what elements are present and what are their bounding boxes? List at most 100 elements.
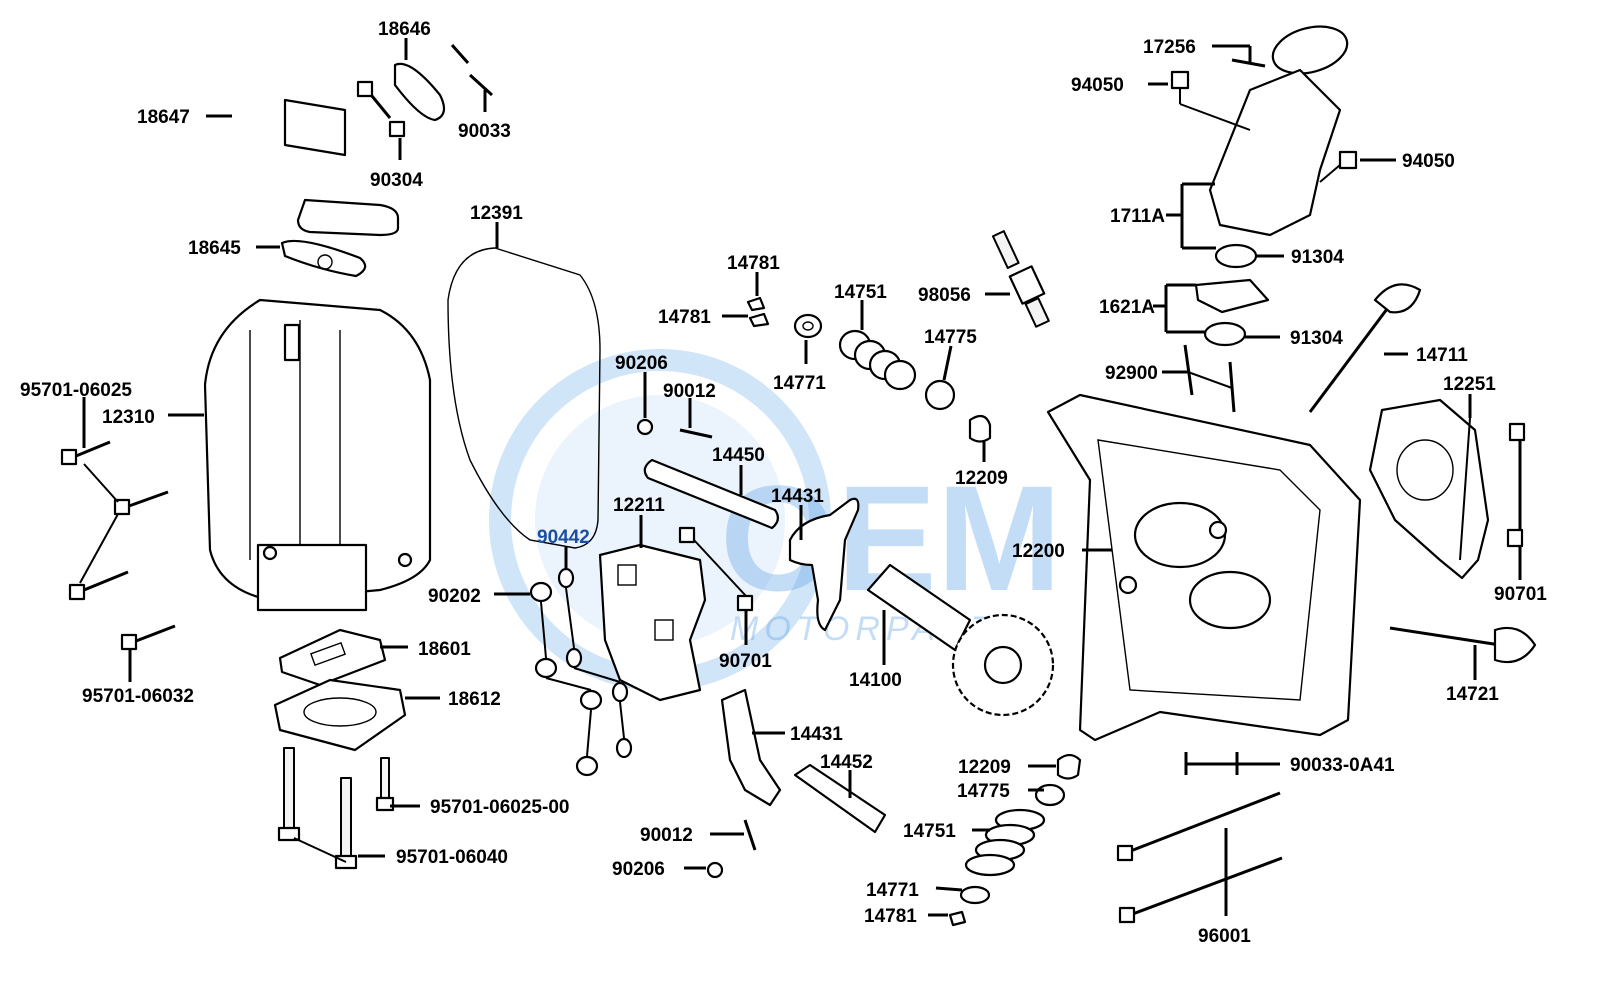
label-18645: 18645	[188, 238, 241, 259]
label-14751-lower: 14751	[903, 821, 956, 842]
label-12251: 12251	[1443, 374, 1496, 395]
leader-lines	[79, 38, 1522, 917]
stud-92900-icon	[1183, 344, 1236, 413]
label-90202: 90202	[428, 586, 481, 607]
plate-18612-icon	[273, 678, 407, 752]
seat-14775-icon	[924, 379, 956, 411]
bolt-95701-06032-icon	[120, 624, 176, 651]
camshaft-14100-icon	[866, 563, 1055, 717]
spark-plug-icon	[991, 230, 1050, 328]
label-94050-left: 94050	[1071, 75, 1124, 96]
seal-12209b-icon	[1056, 753, 1082, 780]
label-12310: 12310	[102, 407, 155, 428]
label-90701-right: 90701	[1494, 584, 1547, 605]
label-14721: 14721	[1446, 684, 1499, 705]
label-90012-lower: 90012	[640, 825, 693, 846]
label-14431-lower: 14431	[790, 724, 843, 745]
label-95701-06025-00: 95701-06025-00	[430, 797, 569, 818]
label-14751-upper: 14751	[834, 282, 887, 303]
oring-91304b-icon	[1203, 321, 1247, 347]
seal-12209-icon	[968, 414, 992, 443]
head-cover-icon	[203, 298, 432, 612]
label-12200: 12200	[1012, 541, 1065, 562]
spring-14751b-icon	[964, 808, 1046, 877]
label-95701-06032: 95701-06032	[82, 686, 194, 707]
nut-94050-icon	[1170, 70, 1358, 170]
label-12209-upper: 12209	[955, 468, 1008, 489]
rocker-shaft-14450-icon	[643, 458, 779, 530]
washer-90442-icon	[557, 567, 633, 759]
dowel-90701c-icon	[1506, 528, 1524, 548]
valve-14711-icon	[1308, 283, 1422, 413]
rocker-arm-14431-icon	[788, 497, 860, 632]
dowel-90701b-icon	[1508, 422, 1526, 442]
label-18601: 18601	[418, 639, 471, 660]
cylinder-head-12200-icon	[1046, 393, 1362, 742]
label-90442: 90442	[537, 527, 590, 548]
spring-14751-icon	[838, 329, 917, 391]
label-92900: 92900	[1105, 363, 1158, 384]
gasket-18646-icon	[393, 62, 446, 122]
bolt-96001-icon	[1116, 791, 1283, 924]
label-90033-0A41: 90033-0A41	[1290, 755, 1395, 776]
retainer-14771b-icon	[959, 885, 991, 905]
label-14771-upper: 14771	[773, 373, 826, 394]
label-14711: 14711	[1416, 345, 1468, 366]
bolt-95701-06025-icon	[60, 440, 169, 601]
callout-labels: 18646 18647 90033 90304 12391 18645 9570…	[20, 19, 1547, 947]
label-14781-upper-a: 14781	[727, 253, 780, 274]
label-14781-lower: 14781	[864, 906, 917, 927]
label-14450: 14450	[712, 445, 765, 466]
stud-90033-icon	[450, 44, 494, 97]
label-18647: 18647	[137, 107, 190, 128]
gasket-18601-icon	[278, 628, 387, 687]
label-1621A: 1621A	[1099, 297, 1155, 318]
label-90206-upper: 90206	[615, 353, 668, 374]
label-90304: 90304	[370, 170, 423, 191]
intake-manifold-icon	[1208, 25, 1349, 237]
rocker-shaft-14452-icon	[793, 763, 887, 834]
label-14775-upper: 14775	[924, 327, 977, 348]
cotter-14781-icon	[746, 296, 766, 312]
seat-14775b-icon	[1034, 783, 1066, 807]
cotter-14781b-icon	[748, 312, 770, 328]
label-98056: 98056	[918, 285, 971, 306]
label-12391: 12391	[470, 203, 523, 224]
gasket-12251-icon	[1368, 398, 1490, 580]
label-18646: 18646	[378, 19, 431, 40]
label-14781-upper-b: 14781	[658, 307, 711, 328]
breather-tube-icon	[235, 33, 400, 237]
label-18612: 18612	[448, 689, 501, 710]
label-1711A: 1711A	[1110, 206, 1165, 227]
nut-90202-icon	[529, 581, 603, 777]
label-14452: 14452	[820, 752, 873, 773]
label-14100: 14100	[849, 670, 902, 691]
label-14431-upper: 14431	[771, 486, 824, 507]
adjuster-90012b-icon	[743, 819, 757, 851]
label-17256: 17256	[1143, 37, 1196, 58]
gasket-18645-icon	[280, 239, 367, 278]
label-12209-lower: 12209	[958, 757, 1011, 778]
label-90012-upper: 90012	[663, 381, 716, 402]
label-14775-lower: 14775	[957, 781, 1010, 802]
label-12211: 12211	[613, 495, 665, 516]
insulator-1621A-icon	[1194, 278, 1270, 314]
rocker-arm-14431b-icon	[720, 688, 782, 807]
label-90206-lower: 90206	[612, 859, 665, 880]
label-95701-06040: 95701-06040	[396, 847, 508, 868]
label-96001: 96001	[1198, 926, 1251, 947]
label-95701-06025: 95701-06025	[20, 380, 132, 401]
holder-12211-icon	[598, 543, 707, 702]
valve-14721-icon	[1389, 626, 1537, 664]
label-91304-lower: 91304	[1290, 328, 1343, 349]
retainer-14771-icon	[793, 313, 823, 339]
label-90701-middle: 90701	[719, 651, 772, 672]
label-90033: 90033	[458, 121, 511, 142]
bolt-90304-icon	[356, 80, 406, 138]
adjuster-90012-icon	[679, 428, 713, 439]
nut-90206b-icon	[706, 861, 724, 879]
oring-91304-icon	[1214, 243, 1258, 269]
gasket-12391-icon	[447, 247, 601, 549]
cotter-14781c-icon	[948, 910, 967, 927]
